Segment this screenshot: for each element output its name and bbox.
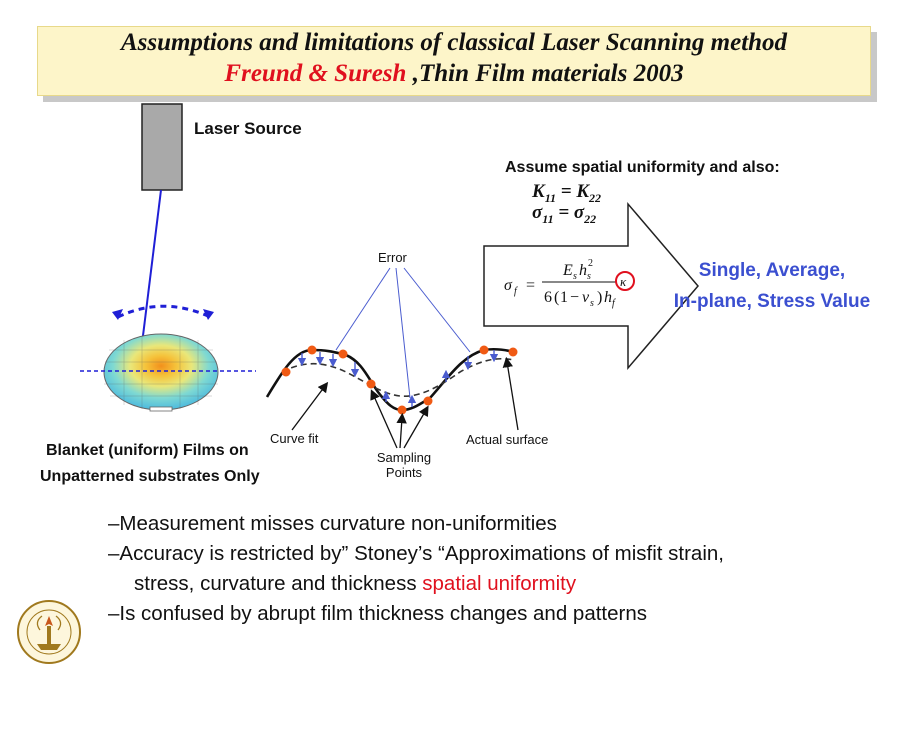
svg-text:1: 1 [560, 289, 568, 306]
error-leader-lines [335, 267, 471, 399]
unpatterned-substrates-label: Unpatterned substrates Only [40, 468, 260, 485]
bullet-accuracy-line1: –Accuracy is restricted by” Stoney’s “Ap… [108, 542, 724, 565]
spatial-uniformity-highlight: spatial uniformity [422, 572, 577, 595]
bullet-thickness-changes: –Is confused by abrupt film thickness ch… [108, 602, 648, 625]
actual-surface-curve [265, 347, 515, 412]
actual-surface-label: Actual surface [466, 432, 549, 447]
curve-fit-label: Curve fit [270, 431, 319, 446]
svg-text:E: E [562, 262, 573, 279]
svg-text:(: ( [554, 289, 559, 306]
slide-subtitle: Freund & Suresh ,Thin Film materials 200… [38, 60, 870, 88]
slide-title: Assumptions and limitations of classical… [120, 29, 788, 56]
laser-source-label: Laser Source [194, 119, 302, 138]
blanket-films-label: Blanket (uniform) Films on [46, 442, 249, 459]
error-vectors [297, 350, 499, 407]
svg-text:s: s [590, 298, 594, 309]
limitations-list: –Measurement misses curvature non-unifor… [108, 509, 888, 629]
curve-fit-pointer [291, 381, 329, 431]
laser-source-box [141, 103, 183, 191]
error-label: Error [378, 250, 407, 265]
wafer-heatmap-icon [103, 333, 219, 412]
laser-beam [139, 189, 162, 361]
svg-text:h: h [604, 289, 612, 306]
stoney-equation-arrow [483, 201, 699, 371]
result-line-1: Single, Average, [698, 260, 846, 281]
curvature-equality: K11 = K22 [532, 181, 602, 205]
kappa-symbol: κ [620, 274, 627, 289]
sampling-points [281, 345, 518, 415]
svg-text:s: s [587, 271, 591, 282]
caltech-seal-icon [17, 600, 81, 664]
scan-rotation-arrow [117, 304, 209, 319]
svg-text:f: f [612, 298, 616, 309]
svg-text:2: 2 [588, 258, 593, 269]
svg-text:σ: σ [504, 277, 513, 294]
curve-fit-dashed [281, 357, 515, 397]
bullet-accuracy-line2: stress, curvature and thickness spatial … [134, 572, 577, 595]
result-line-2: In-plane, Stress Value [673, 291, 871, 312]
svg-text:=: = [526, 277, 535, 294]
curvature-highlight-circle [615, 271, 635, 291]
svg-text:f: f [514, 286, 518, 297]
bullet-curvature-nonuniformity: –Measurement misses curvature non-unifor… [108, 512, 557, 535]
svg-text:s: s [573, 271, 577, 282]
svg-text:−: − [570, 289, 579, 306]
title-banner: Assumptions and limitations of classical… [37, 26, 871, 96]
authors-citation: Freund & Suresh [224, 60, 407, 87]
actual-surface-pointer [502, 356, 519, 431]
stoney-formula: σ f = E s h s 2 6 ( 1 − ν s ) h f [504, 258, 616, 309]
svg-text:6: 6 [544, 289, 552, 306]
svg-text:h: h [579, 262, 587, 279]
stress-equality: σ11 = σ22 [532, 202, 597, 226]
assumption-heading: Assume spatial uniformity and also: [505, 159, 780, 176]
svg-text:ν: ν [582, 289, 590, 306]
sampling-points-label: Sampling Points [376, 450, 432, 480]
svg-text:): ) [597, 289, 602, 306]
sampling-points-pointers [370, 389, 429, 449]
publication-citation: ,Thin Film materials 2003 [406, 60, 684, 87]
